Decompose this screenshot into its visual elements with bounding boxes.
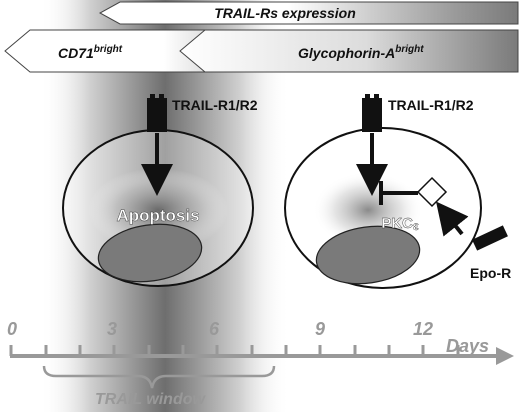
pkc-label: PKCε xyxy=(381,215,419,233)
glycophorin-label: Glycophorin-Abright xyxy=(298,44,424,61)
trail-window-brace xyxy=(42,365,276,389)
left-cell: TRAIL-R1/R2 Apoptosis xyxy=(62,94,258,287)
trail-rs-expression-label: TRAIL-Rs expression xyxy=(214,5,356,21)
timeline: 0 3 6 9 12 Days TRAIL window xyxy=(7,319,514,408)
tick-label-6: 6 xyxy=(209,319,220,339)
tick-label-0: 0 xyxy=(7,319,17,339)
tick-label-3: 3 xyxy=(107,319,117,339)
apoptosis-label: Apoptosis xyxy=(116,206,199,225)
glycophorin-arrow: Glycophorin-Abright xyxy=(179,29,519,73)
left-trail-receptor-icon xyxy=(147,94,167,132)
epo-signal-arrow xyxy=(436,201,469,237)
epo-receptor-label: Epo-R xyxy=(470,265,511,281)
days-label: Days xyxy=(446,336,489,356)
tick-label-12: 12 xyxy=(413,319,433,339)
left-nucleus xyxy=(97,223,203,283)
trail-window-label: TRAIL window xyxy=(95,391,206,408)
right-trail-receptor-icon xyxy=(362,94,382,132)
trail-rs-expression-arrow: TRAIL-Rs expression xyxy=(98,1,519,25)
right-nucleus xyxy=(315,225,421,285)
tick-label-9: 9 xyxy=(315,319,325,339)
right-cell: TRAIL-R1/R2 PKCε Epo-R xyxy=(284,94,511,289)
pkc-diamond-icon xyxy=(416,176,448,208)
right-receptor-label: TRAIL-R1/R2 xyxy=(388,97,474,113)
cd71-label: CD71bright xyxy=(58,44,123,61)
pkc-inhibition-icon xyxy=(379,181,418,205)
epo-receptor-icon xyxy=(472,225,508,251)
timeline-arrowhead xyxy=(496,347,514,365)
left-receptor-label: TRAIL-R1/R2 xyxy=(172,97,258,113)
timeline-ticks xyxy=(9,345,460,356)
